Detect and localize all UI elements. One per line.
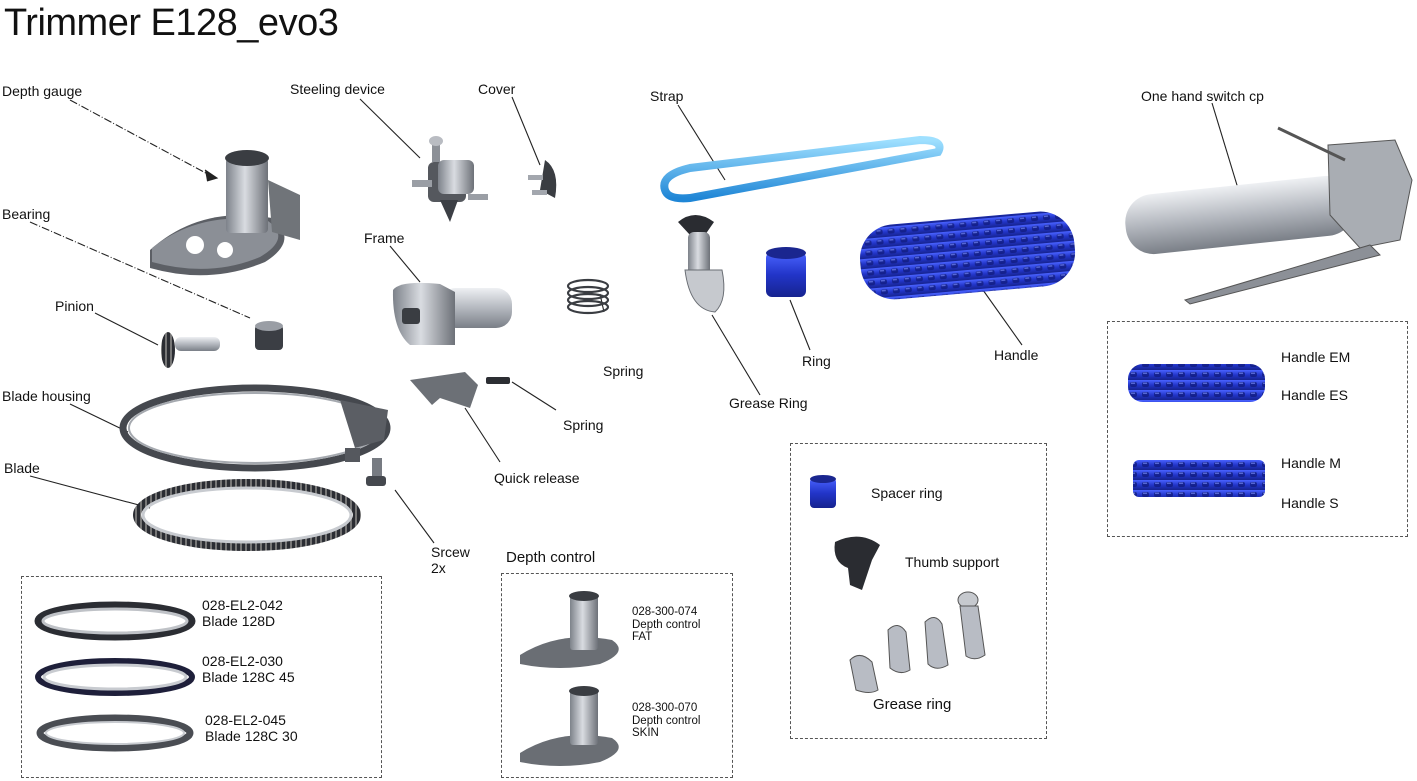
depth-control-desc: Depth control: [632, 618, 701, 631]
label-pinion: Pinion: [55, 298, 94, 314]
blade-part: [133, 479, 361, 551]
blade-name: Blade 128C 45: [202, 669, 295, 686]
label-grease-ring-box: Grease ring: [873, 696, 952, 713]
one-hand-switch-part: [1125, 126, 1413, 305]
blade-item-3: 028-EL2-045 Blade 128C 30: [205, 712, 298, 744]
label-handle-m: Handle M: [1281, 455, 1341, 471]
ring-part: [766, 247, 806, 297]
bearing-part: [255, 321, 283, 350]
depth-control-code: 028-300-074: [632, 606, 698, 618]
label-depth-gauge: Depth gauge: [2, 83, 83, 99]
depth-control-type: SKIN: [632, 727, 659, 740]
label-grease-ring: Grease Ring: [729, 395, 808, 411]
label-frame: Frame: [364, 230, 405, 246]
label-screw-qty: 2x: [431, 560, 446, 576]
steeling-device-part: [412, 136, 488, 222]
label-blade: Blade: [4, 460, 40, 476]
pinion-part: [161, 332, 220, 368]
blades-box: [21, 576, 382, 778]
depth-control-box-art: [520, 591, 619, 766]
blade-name: Blade 128C 30: [205, 728, 298, 745]
label-thumb-support: Thumb support: [905, 554, 1000, 570]
depth-gauge-part: [150, 150, 300, 276]
frame-part: [392, 282, 512, 345]
blade-name: Blade 128D: [202, 613, 276, 630]
label-spacer-ring: Spacer ring: [871, 485, 943, 501]
depth-control-type: FAT: [632, 631, 653, 644]
strap-part: [660, 135, 944, 203]
blade-code: 028-EL2-030: [202, 653, 283, 669]
label-steeling-device: Steeling device: [290, 81, 385, 97]
label-strap: Strap: [650, 88, 684, 104]
blades-box-art: [34, 601, 196, 752]
label-handle-em: Handle EM: [1281, 349, 1351, 365]
blade-housing-part: [119, 384, 391, 486]
handles-box: [1107, 321, 1408, 537]
label-screw: Srcew: [431, 544, 470, 560]
page-title: Trimmer E128_evo3: [4, 2, 339, 44]
label-one-hand-switch: One hand switch cp: [1141, 88, 1264, 104]
blade-item-2: 028-EL2-030 Blade 128C 45: [202, 653, 295, 685]
label-spring-coil: Spring: [603, 363, 644, 379]
depth-control-item-2: 028-300-070 Depth control SKIN: [632, 702, 700, 740]
depth-control-desc: Depth control: [632, 714, 701, 727]
accessories-box: [790, 443, 1047, 739]
label-handle-es: Handle ES: [1281, 387, 1348, 403]
quick-release-part: [410, 372, 510, 408]
label-handle-s: Handle S: [1281, 495, 1339, 511]
label-cover: Cover: [478, 81, 516, 97]
depth-control-item-1: 028-300-074 Depth control FAT: [632, 606, 700, 644]
blade-code: 028-EL2-045: [205, 712, 286, 728]
label-bearing: Bearing: [2, 206, 51, 222]
grease-ring-part: [678, 215, 725, 313]
handles-box-art: [1128, 364, 1265, 497]
label-quick-release: Quick release: [494, 470, 580, 486]
label-spring-small: Spring: [563, 417, 604, 433]
label-ring: Ring: [802, 353, 831, 369]
accessories-box-art: [810, 475, 986, 693]
depth-control-box: [501, 573, 733, 778]
cover-part: [528, 160, 557, 198]
label-blade-housing: Blade housing: [2, 388, 91, 404]
blade-code: 028-EL2-042: [202, 597, 283, 613]
spring-coil-part: [566, 278, 610, 315]
blade-item-1: 028-EL2-042 Blade 128D: [202, 597, 283, 629]
depth-control-code: 028-300-070: [632, 702, 698, 714]
label-handle: Handle: [994, 347, 1039, 363]
leader-lines: [29, 96, 1241, 544]
depth-control-title: Depth control: [506, 549, 596, 566]
handle-part: [860, 211, 1076, 300]
